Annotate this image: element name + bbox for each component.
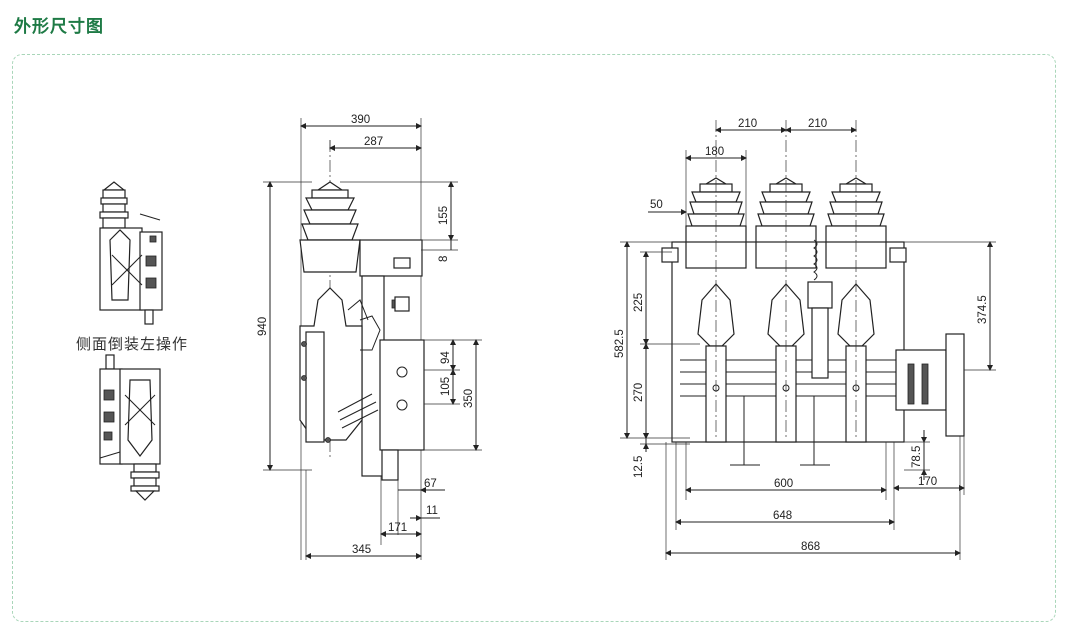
dim-210-left: 210 <box>738 118 757 130</box>
dim-225: 225 <box>633 293 645 312</box>
dim-155: 155 <box>438 206 450 225</box>
dim-868: 868 <box>801 541 820 553</box>
dim-374.5: 374.5 <box>977 295 989 324</box>
dim-94: 94 <box>440 351 452 364</box>
dim-50: 50 <box>650 199 663 211</box>
dim-12.5: 12.5 <box>633 456 645 478</box>
drawing-frame <box>12 54 1056 622</box>
dim-287: 287 <box>364 136 383 148</box>
dim-600: 600 <box>774 478 793 490</box>
dim-105: 105 <box>440 377 452 396</box>
dim-582.5: 582.5 <box>614 329 626 358</box>
dim-648: 648 <box>773 510 792 522</box>
side-view: 390 287 155 8 940 94 105 350 67 <box>257 114 482 560</box>
small-view-top <box>99 181 163 325</box>
page-title: 外形尺寸图 <box>14 17 104 37</box>
dim-345: 345 <box>352 544 371 556</box>
dim-170: 170 <box>918 476 937 488</box>
dim-67: 67 <box>424 478 437 490</box>
dim-390: 390 <box>351 114 370 126</box>
small-view-bottom <box>99 354 161 501</box>
dim-78.5: 78.5 <box>911 446 923 468</box>
dim-180: 180 <box>705 146 724 158</box>
dim-350: 350 <box>463 389 475 408</box>
front-view: 210 210 180 50 582.5 225 270 12.5 374.5 <box>614 118 996 560</box>
dim-940: 940 <box>257 317 269 336</box>
dim-8: 8 <box>438 256 450 262</box>
dim-270: 270 <box>633 383 645 402</box>
small-view-caption: 侧面倒装左操作 <box>76 335 189 353</box>
dim-11: 11 <box>426 505 438 517</box>
dim-210-right: 210 <box>808 118 827 130</box>
dim-171: 171 <box>388 522 407 534</box>
insulator-right <box>825 177 887 269</box>
